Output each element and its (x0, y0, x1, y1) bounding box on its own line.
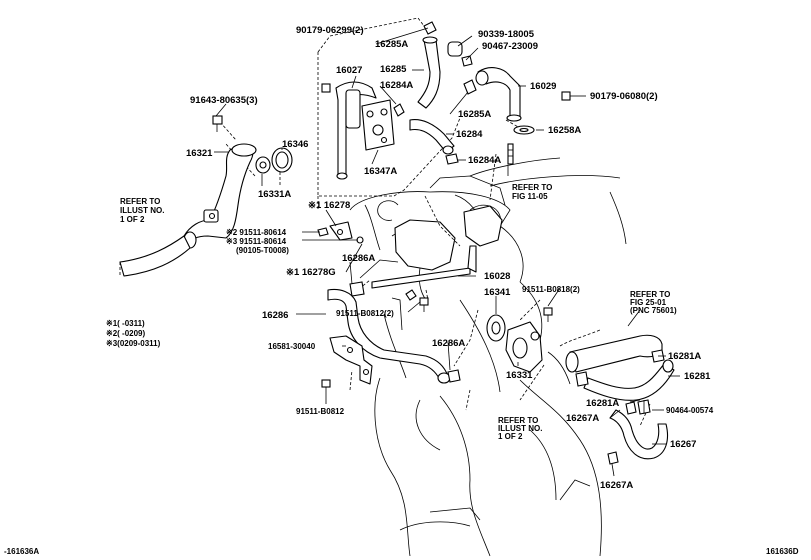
label-16281a-top: 16281A (668, 351, 701, 362)
gasket-16331a (255, 156, 271, 174)
refer-illust-top-line2: ILLUST NO. (120, 206, 164, 215)
clamp-16285a (393, 21, 477, 117)
label-16027: 16027 (336, 65, 362, 76)
bolt-91511-b0818 (543, 307, 553, 322)
leader-lines (214, 27, 680, 477)
label-16258a: 16258A (548, 125, 581, 136)
part-labels: 90179-06299(2) 16285A 90339-18005 90467-… (4, 25, 799, 556)
label-16284a-mid: 16284A (468, 155, 501, 166)
gasket-16347a (361, 99, 395, 151)
dashed-group-frames (219, 17, 651, 427)
pipe-16029 (475, 67, 522, 122)
label-16029: 16029 (530, 81, 556, 92)
label-90179-06080: 90179-06080(2) (590, 91, 658, 102)
label-16331: 16331 (506, 370, 533, 381)
label-91511-80614-b: ※3 91511-80614 (226, 237, 287, 246)
refer-illust-bot-line1: REFER TO (498, 416, 538, 425)
label-16331a: 16331A (258, 189, 291, 200)
label-91511-b0812-2: 91511-B0812(2) (336, 309, 394, 318)
label-16284: 16284 (456, 129, 483, 140)
hose-16285 (417, 36, 441, 109)
gasket-16258a (513, 125, 535, 135)
clamp-16284a (445, 153, 459, 165)
label-16278g: ※1 16278G (286, 267, 336, 278)
label-16285a-top: 16285A (375, 39, 408, 50)
bracket-16278 (317, 221, 364, 244)
drawing-code-right: 161636D (766, 547, 799, 556)
label-90467-23009: 90467-23009 (482, 41, 538, 52)
label-16347a: 16347A (364, 166, 397, 177)
bracket-16581-30040 (329, 335, 373, 385)
label-16286a-bot: 16286A (432, 338, 465, 349)
water-outlet-16321 (183, 143, 257, 249)
label-16321: 16321 (186, 148, 213, 159)
label-16278: ※1 16278 (308, 200, 350, 211)
nut-90179-06080 (561, 91, 571, 101)
thermostat-16346 (271, 147, 293, 173)
label-16267: 16267 (670, 439, 696, 450)
refer-illust-top-line3: 1 OF 2 (120, 215, 145, 224)
refer-illust-bot-line3: 1 OF 2 (498, 432, 523, 441)
bolt-91511-b0812 (321, 297, 429, 398)
hose-90339-18005 (447, 41, 473, 67)
refer-fig-25-01-line3: (PNC 75601) (630, 306, 677, 315)
stud-16284a-mid (507, 143, 514, 165)
label-91511-80614-a: ※2 91511-80614 (226, 228, 287, 237)
refer-fig-11-05-line2: FIG 11-05 (512, 192, 548, 201)
clip-90464-00574 (637, 399, 651, 415)
hose-16284 (409, 119, 455, 155)
water-inlet-16331 (505, 321, 543, 373)
label-91511-b0812: 91511-B0812 (296, 407, 345, 416)
refer-fig-25-01-line1: REFER TO (630, 290, 670, 299)
label-16341: 16341 (484, 287, 511, 298)
note-1: ※1( -0311) (106, 319, 145, 328)
label-90464-00574: 90464-00574 (666, 406, 714, 415)
label-16267a-top: 16267A (566, 413, 599, 424)
refer-fig-25-01-line2: FIG 25-01 (630, 298, 667, 307)
label-16267a-bot: 16267A (600, 480, 633, 491)
label-16286a-top: 16286A (342, 253, 375, 264)
bypass-pipe-16027 (335, 81, 377, 180)
note-3: ※3(0209-0311) (106, 339, 161, 348)
label-16285a-mid: 16285A (458, 109, 491, 120)
label-90105-t0008: (90105-T0008) (236, 246, 289, 255)
refer-illust-top-line1: REFER TO (120, 197, 160, 206)
label-90339-18005: 90339-18005 (478, 29, 535, 40)
nut-90179-06299 (321, 83, 331, 93)
refer-illust-bot-line2: ILLUST NO. (498, 424, 542, 433)
hose-refer-left (119, 235, 191, 277)
label-16346: 16346 (282, 139, 308, 150)
label-91511-b0818: 91511-B0818(2) (522, 285, 580, 294)
hose-16267 (607, 401, 669, 465)
label-16286: 16286 (262, 310, 288, 321)
note-2: ※2( -0209) (106, 329, 146, 338)
drawing-code-left: -161636A (4, 547, 39, 556)
label-16285: 16285 (380, 64, 407, 75)
label-16284a-top: 16284A (380, 80, 413, 91)
bolt-91643-80635 (212, 115, 223, 132)
refer-fig-11-05-line1: REFER TO (512, 183, 552, 192)
label-16281: 16281 (684, 371, 711, 382)
pipe-16028 (371, 245, 477, 301)
hose-16286 (327, 281, 461, 384)
gasket-16341 (486, 314, 506, 342)
hose-refer-fig-25-01 (559, 329, 663, 373)
label-16281a-bot: 16281A (586, 398, 619, 409)
label-16581-30040: 16581-30040 (268, 342, 316, 351)
label-16028: 16028 (484, 271, 510, 282)
label-91643-80635: 91643-80635(3) (190, 95, 258, 106)
label-90179-06299: 90179-06299(2) (296, 25, 364, 36)
